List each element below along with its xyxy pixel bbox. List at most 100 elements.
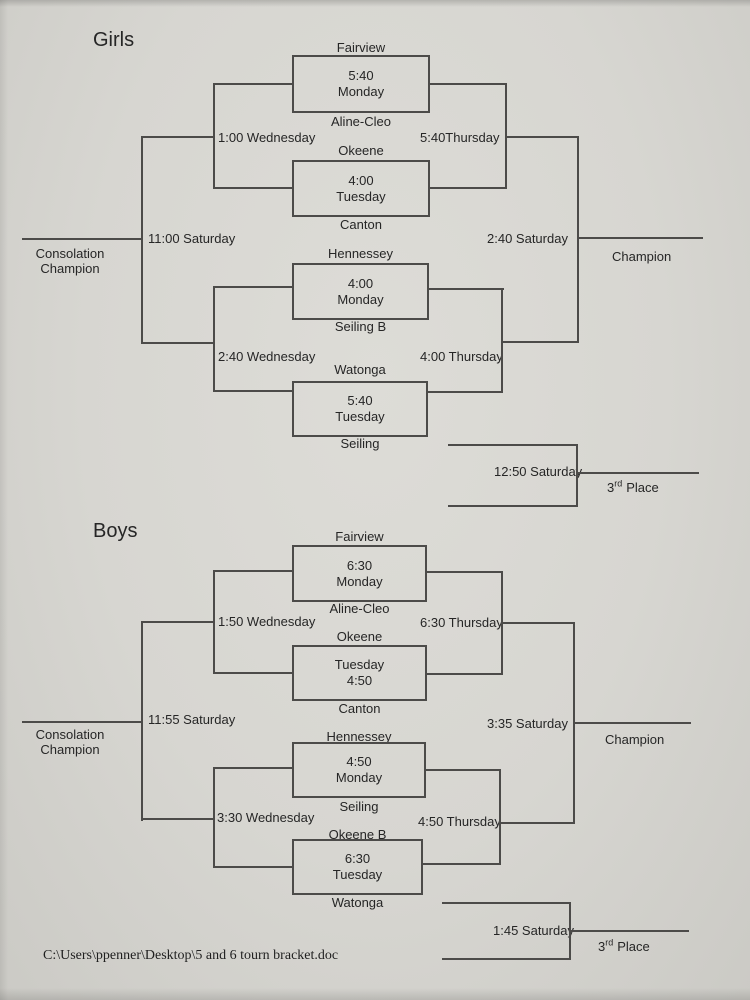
bracket-line (501, 341, 579, 343)
bracket-line (427, 673, 503, 675)
girls-slot-semi-bottom: 4:00 Thursday (420, 349, 503, 364)
boys-game3-box: 4:50 Monday (292, 742, 426, 798)
boys-team-watonga: Watonga (331, 895, 384, 910)
boys-game3-day: Monday (335, 770, 383, 785)
girls-game2-day: Tuesday (336, 188, 386, 204)
girls-team-hennessey: Hennessey (327, 246, 394, 261)
bracket-line (499, 769, 501, 865)
bracket-line (448, 505, 578, 507)
bracket-line (430, 83, 507, 85)
girls-game2-box: 4:00 Tuesday (292, 160, 430, 217)
bracket-line (141, 136, 143, 344)
bracket-line (501, 288, 503, 393)
girls-game3-box: 4:00 Monday (292, 263, 429, 320)
boys-team-okeene: Okeene (336, 629, 383, 644)
boys-team-hennessey: Hennessey (326, 729, 392, 744)
bracket-line (573, 722, 691, 724)
boys-slot-consolation-semi-bottom: 3:30 Wednesday (217, 810, 315, 825)
girls-game2-time: 4:00 (348, 172, 374, 188)
bracket-line (141, 818, 215, 820)
boys-game1-time: 6:30 (346, 557, 373, 573)
bracket-line (213, 866, 294, 868)
girls-slot-consolation-semi-top: 1:00 Wednesday (218, 130, 316, 145)
boys-game2-time: 4:50 (346, 673, 373, 688)
girls-consolation-champion-label: Consolation Champion (35, 246, 105, 276)
bracket-line (505, 136, 579, 138)
boys-game2-day: Tuesday (334, 657, 385, 672)
girls-game4-time: 5:40 (347, 393, 373, 408)
bracket-line (22, 721, 143, 723)
girls-game1-day: Monday (337, 84, 385, 99)
bracket-line (577, 237, 703, 239)
boys-game1-day: Monday (336, 573, 383, 589)
girls-title: Girls (93, 29, 135, 51)
boys-slot-consolation-semi-top: 1:50 Wednesday (218, 614, 316, 629)
girls-game3-time: 4:00 (347, 275, 374, 291)
bracket-line (213, 286, 215, 392)
girls-slot-semi-top: 5:40Thursday (420, 130, 500, 145)
girls-team-watonga: Watonga (334, 362, 386, 377)
girls-game4-day: Tuesday (335, 409, 385, 424)
bracket-line (213, 286, 294, 288)
bracket-line (213, 767, 215, 868)
boys-slot-consolation-final: 11:55 Saturday (148, 712, 236, 727)
bracket-line (213, 672, 294, 674)
bracket-line (576, 444, 578, 507)
boys-consolation-champion-label: Consolation Champion (35, 727, 105, 757)
girls-team-seiling: Seiling (340, 436, 380, 451)
boys-slot-third-place-game: 1:45 Saturday (493, 923, 574, 938)
boys-game3-time: 4:50 (346, 754, 372, 769)
bracket-line (213, 187, 294, 189)
bracket-line (141, 621, 215, 623)
bracket-line (213, 767, 294, 769)
bracket-line (213, 570, 294, 572)
bracket-line (428, 288, 504, 290)
boys-team-seiling: Seiling (339, 799, 379, 814)
boys-team-aline-cleo: Aline-Cleo (329, 601, 390, 616)
girls-team-fairview: Fairview (336, 40, 386, 55)
boys-game4-day: Tuesday (332, 867, 383, 882)
girls-slot-consolation-semi-bottom: 2:40 Wednesday (218, 349, 316, 364)
boys-team-canton: Canton (338, 701, 381, 716)
boys-slot-semi-bottom: 4:50 Thursday (418, 814, 501, 829)
file-path: C:\Users\ppenner\Desktop\5 and 6 tourn b… (43, 948, 339, 963)
boys-game4-time: 6:30 (344, 851, 371, 866)
girls-team-aline-cleo: Aline-Cleo (331, 114, 391, 129)
boys-game2-box: Tuesday 4:50 (292, 645, 427, 701)
girls-slot-consolation-final: 11:00 Saturday (148, 231, 236, 246)
bracket-line (22, 238, 143, 240)
girls-slot-championship: 2:40 Saturday (487, 231, 568, 246)
bracket-line (426, 769, 501, 771)
bracket-line (428, 391, 503, 393)
girls-team-seiling-b: Seiling B (334, 319, 387, 334)
girls-slot-third-place-game: 12:50 Saturday (494, 464, 583, 479)
boys-slot-semi-top: 6:30 Thursday (420, 615, 503, 630)
bracket-line (576, 472, 699, 474)
girls-game1-time: 5:40 (348, 68, 374, 83)
bracket-line (141, 342, 215, 344)
bracket-line (430, 187, 507, 189)
bracket-line (499, 822, 575, 824)
girls-team-okeene: Okeene (338, 143, 384, 158)
girls-game3-day: Monday (337, 291, 384, 307)
boys-team-fairview: Fairview (335, 529, 384, 544)
girls-game1-box: 5:40 Monday (292, 55, 430, 113)
boys-team-okeene-b: Okeene B (328, 827, 387, 842)
boys-game4-box: 6:30 Tuesday (292, 839, 423, 895)
boys-slot-championship: 3:35 Saturday (487, 716, 568, 731)
bracket-line (442, 958, 571, 960)
bracket-line (442, 902, 571, 904)
girls-team-canton: Canton (340, 217, 382, 232)
bracket-line (577, 136, 579, 343)
boys-game1-box: 6:30 Monday (292, 545, 427, 602)
bracket-line (141, 136, 215, 138)
boys-title: Boys (93, 520, 138, 542)
bracket-line (501, 622, 575, 624)
girls-game4-box: 5:40 Tuesday (292, 381, 428, 437)
bracket-line (213, 83, 294, 85)
bracket-line (427, 571, 503, 573)
boys-champion-label: Champion (605, 732, 665, 747)
